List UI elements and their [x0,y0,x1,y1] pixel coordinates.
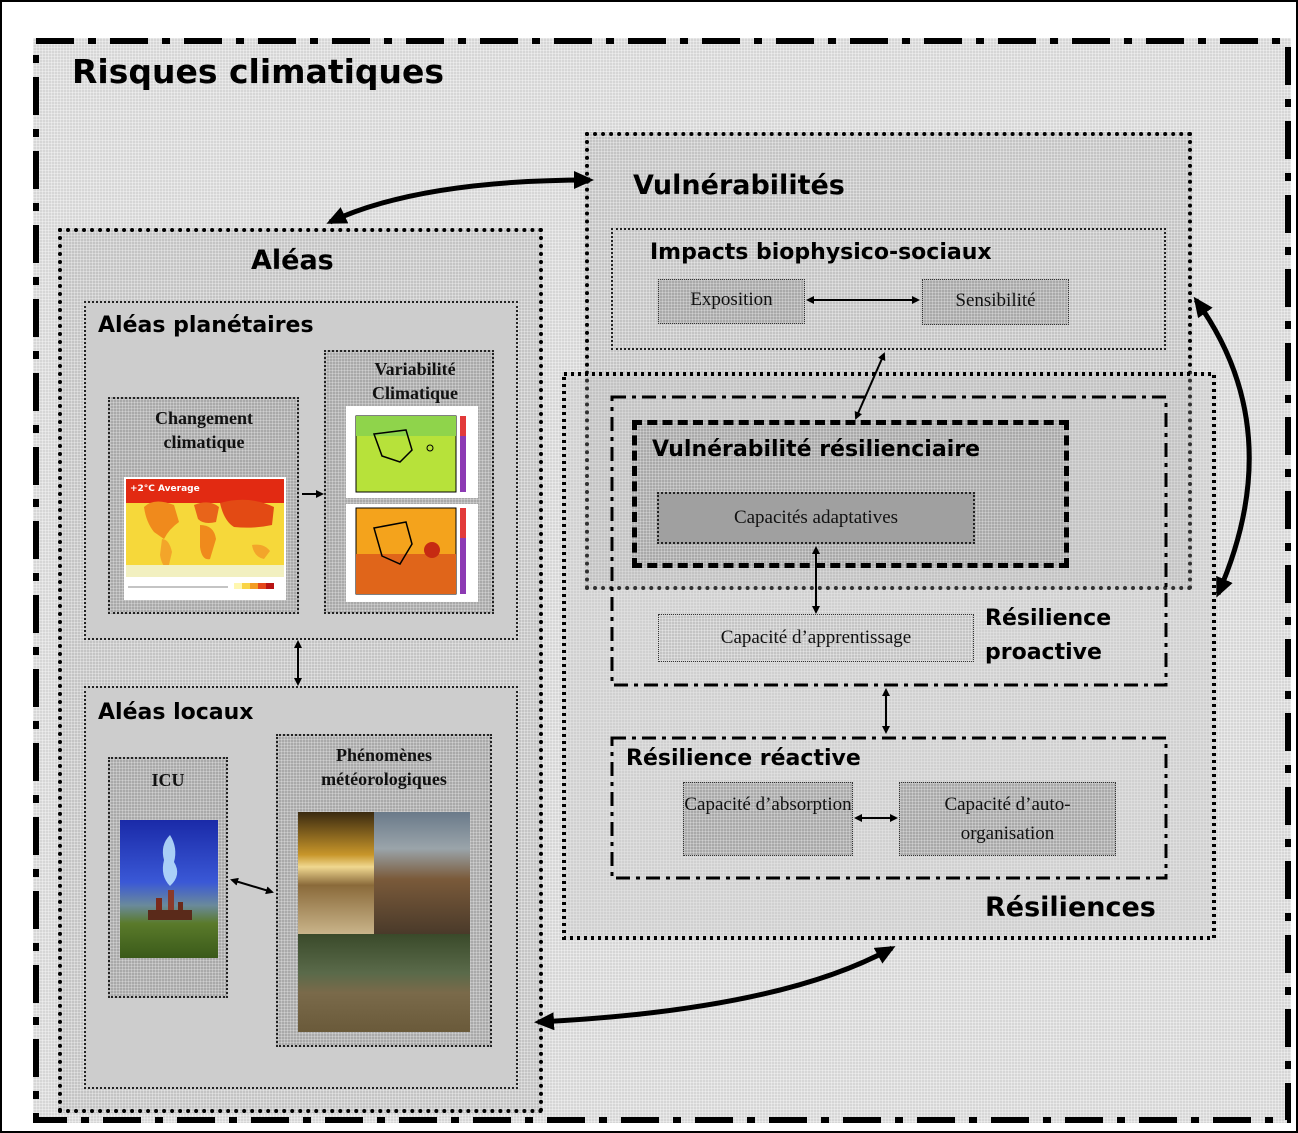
capacites-adaptatives-box: Capacités adaptatives [657,492,975,544]
aleas-planetaires-title: Aléas planétaires [98,313,314,338]
capacite-auto-organisation-box: Capacité d’auto-organisation [899,782,1116,856]
resilience-reactive-panel [610,736,1168,880]
variabilite-climatique-label: Variabilité Climatique [371,359,458,403]
icu-image [120,820,218,958]
changement-climatique-label: Changement climatique [155,408,253,452]
reactive-border [610,736,1168,880]
warming-map-image: +2°C Average [124,477,286,600]
exposition-box: Exposition [658,279,805,324]
impacts-title: Impacts biophysico-sociaux [650,240,992,265]
page-title: Risques climatiques [72,52,445,91]
aleas-title: Aléas [251,245,334,276]
variability-map-bottom [346,504,478,602]
sensibilite-box: Sensibilité [922,279,1069,325]
resilience-proactive-title: Résilience proactive [985,606,1112,665]
resilience-proactive-panel [610,395,1168,687]
variability-map-top [346,406,478,498]
vulnerabilites-title: Vulnérabilités [633,170,845,201]
resilience-reactive-title: Résilience réactive [626,746,861,771]
resiliences-title: Résiliences [985,892,1156,923]
world-map-icon: +2°C Average [126,479,284,589]
capacite-apprentissage-box: Capacité d’apprentissage [658,614,974,662]
icu-label: ICU [151,770,185,790]
city-heat-icon [148,835,192,920]
variability-map-bottom-icon [355,507,466,595]
capacite-absorption-box: Capacité d’absorption [683,782,853,856]
weather-photo-flood [298,934,470,1032]
variability-map-top-icon [355,415,466,493]
weather-photo-drought [298,812,374,934]
vulnerabilite-resilienciaire-title: Vulnérabilité résilienciaire [652,437,981,462]
aleas-locaux-title: Aléas locaux [98,700,254,725]
map-label: +2°C Average [130,484,200,494]
weather-photo-storm [374,812,470,934]
risques-border [33,38,1291,1123]
resiliences-border [562,372,1216,940]
phenomenes-label: Phénomènes météorologiques [321,745,447,789]
impacts-panel [611,228,1166,350]
proactive-border [610,395,1168,687]
